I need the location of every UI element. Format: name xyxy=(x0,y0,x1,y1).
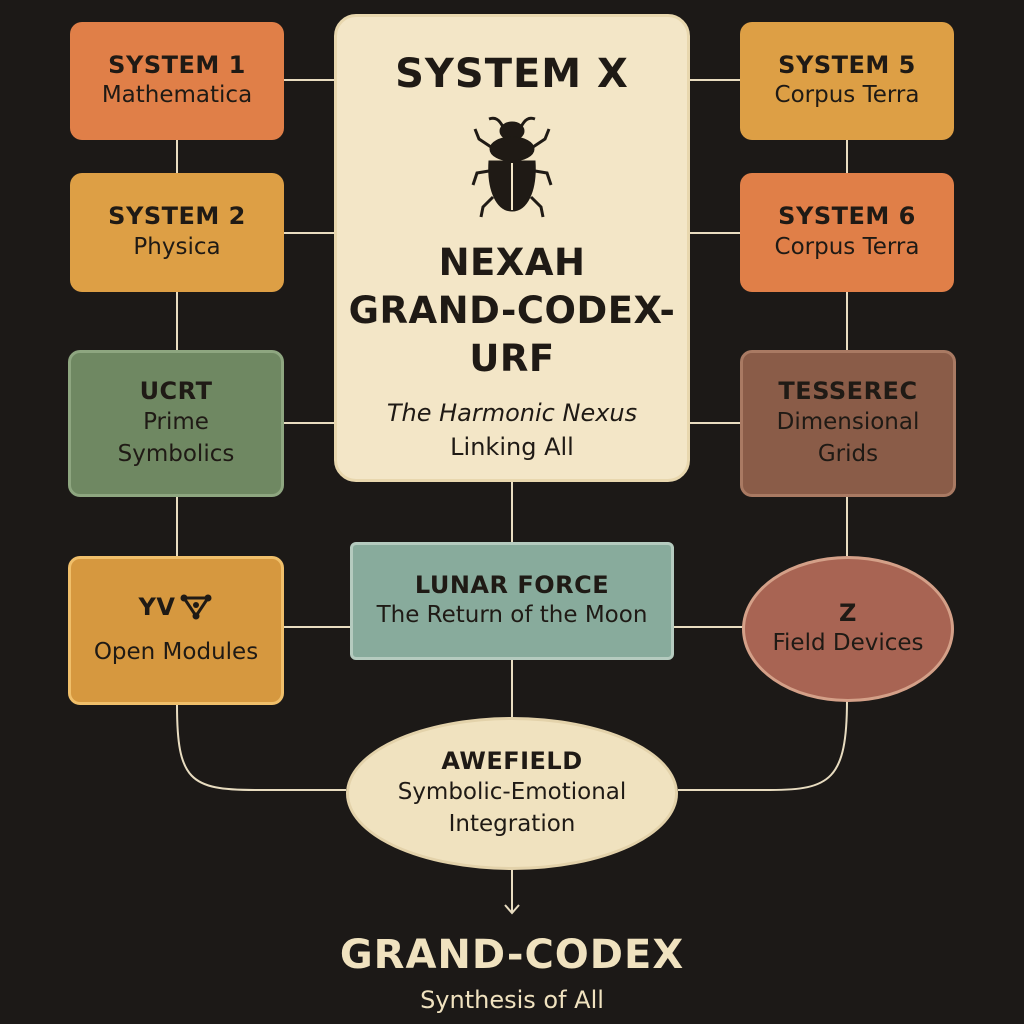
system-5-subtitle: Corpus Terra xyxy=(774,82,920,109)
triangle-network-icon xyxy=(180,594,212,620)
nexah-tagline-italic: The Harmonic Nexus xyxy=(386,399,638,428)
awefield-title: AWEFIELD xyxy=(441,746,583,775)
nexah-line2: GRAND-CODEX- xyxy=(348,289,676,333)
system-6-title: SYSTEM 6 xyxy=(778,202,916,230)
system-6-subtitle: Corpus Terra xyxy=(774,233,920,260)
tesserec-line2: Grids xyxy=(817,440,879,467)
tesserec-box: TESSEREC Dimensional Grids xyxy=(740,350,956,497)
awefield-oval: AWEFIELD Symbolic-Emotional Integration xyxy=(346,717,678,870)
system-5-box: SYSTEM 5 Corpus Terra xyxy=(740,22,954,140)
system-1-box: SYSTEM 1 Mathematica xyxy=(70,22,284,140)
nexah-tagline: Linking All xyxy=(450,432,574,461)
scarab-beetle-icon xyxy=(471,116,553,218)
yv-title: YV xyxy=(138,593,176,621)
system-2-subtitle: Physica xyxy=(133,233,221,260)
z-subtitle: Field Devices xyxy=(772,630,924,657)
lunar-force-subtitle: The Return of the Moon xyxy=(376,602,648,629)
yv-box: YV Open Modules xyxy=(68,556,284,705)
system-1-subtitle: Mathematica xyxy=(101,82,253,109)
ucrt-line2: Symbolics xyxy=(117,440,235,467)
yv-title-row: YV xyxy=(139,592,214,622)
lunar-force-title: LUNAR FORCE xyxy=(414,570,610,599)
system-6-box: SYSTEM 6 Corpus Terra xyxy=(740,173,954,292)
tesserec-title: TESSEREC xyxy=(778,376,918,405)
system-2-title: SYSTEM 2 xyxy=(108,202,246,230)
ucrt-line1: Prime xyxy=(143,408,209,435)
system-1-title: SYSTEM 1 xyxy=(108,50,246,79)
system-5-title: SYSTEM 5 xyxy=(778,50,916,79)
awefield-line1: Symbolic-Emotional xyxy=(397,778,627,805)
awefield-line2: Integration xyxy=(448,810,576,837)
lunar-force-box: LUNAR FORCE The Return of the Moon xyxy=(350,542,674,660)
z-oval: Z Field Devices xyxy=(742,556,954,702)
nexah-line1: NEXAH xyxy=(438,241,586,284)
nexah-line3: URF xyxy=(469,337,555,381)
grand-codex-title: GRAND-CODEX xyxy=(339,932,685,978)
nexah-title: NEXAH GRAND-CODEX- URF xyxy=(349,239,676,383)
yv-subtitle: Open Modules xyxy=(93,639,259,666)
tesserec-line1: Dimensional xyxy=(776,408,920,435)
down-arrow-icon xyxy=(504,904,520,915)
z-title: Z xyxy=(839,598,857,627)
ucrt-box: UCRT Prime Symbolics xyxy=(68,350,284,497)
grand-codex-subtitle: Synthesis of All xyxy=(420,986,604,1014)
system-2-box: SYSTEM 2 Physica xyxy=(70,173,284,292)
system-x-header: SYSTEM X xyxy=(395,51,629,97)
system-x-box: SYSTEM X NEXAH GRAND-CODEX- URF The Harm… xyxy=(334,14,690,482)
ucrt-title: UCRT xyxy=(139,376,213,405)
